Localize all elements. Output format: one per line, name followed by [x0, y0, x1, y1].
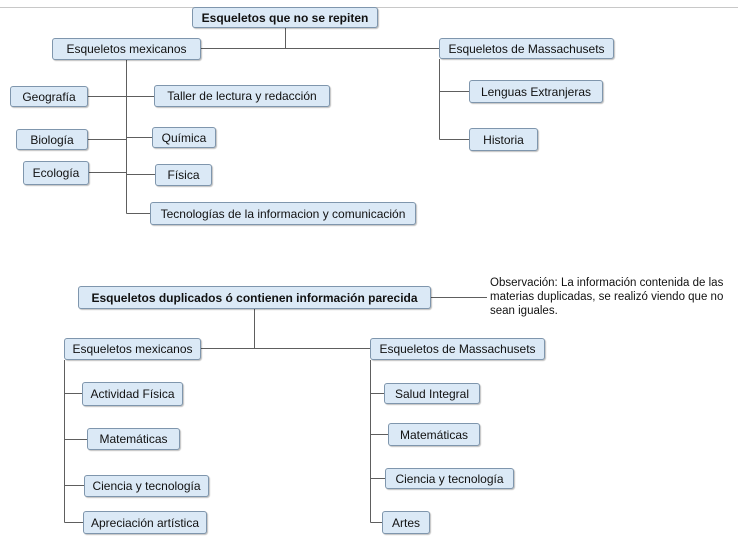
- node-historia[interactable]: Historia: [469, 128, 538, 151]
- node-artes[interactable]: Artes: [382, 511, 430, 534]
- branch-esqueletos-mexicanos[interactable]: Esqueletos mexicanos: [52, 38, 201, 60]
- root-node-no-repetidos[interactable]: Esqueletos que no se repiten: [192, 7, 378, 28]
- observacion-note: Observación: La información contenida de…: [490, 277, 724, 317]
- node-taller-lectura[interactable]: Taller de lectura y redacción: [154, 85, 330, 107]
- node-matematicas-mass[interactable]: Matemáticas: [388, 423, 480, 446]
- node-tecnologias-informacion[interactable]: Tecnologías de la informacion y comunica…: [150, 202, 416, 225]
- node-salud-integral[interactable]: Salud Integral: [384, 383, 480, 404]
- node-biologia[interactable]: Biología: [16, 129, 88, 150]
- node-ciencia-tecnologia-mass[interactable]: Ciencia y tecnología: [385, 468, 514, 489]
- node-apreciacion-artistica[interactable]: Apreciación artística: [83, 511, 207, 534]
- node-geografia[interactable]: Geografía: [10, 86, 88, 107]
- branch2-esqueletos-mexicanos[interactable]: Esqueletos mexicanos: [64, 338, 201, 360]
- root-node-duplicados[interactable]: Esqueletos duplicados ó contienen inform…: [78, 286, 431, 309]
- node-fisica[interactable]: Física: [155, 164, 212, 186]
- branch2-esqueletos-massachusets[interactable]: Esqueletos de Massachusets: [370, 338, 545, 360]
- node-ciencia-tecnologia-mex[interactable]: Ciencia y tecnología: [84, 475, 209, 497]
- node-lenguas-extranjeras[interactable]: Lenguas Extranjeras: [469, 80, 603, 103]
- branch-esqueletos-massachusets[interactable]: Esqueletos de Massachusets: [439, 38, 614, 59]
- node-matematicas-mex[interactable]: Matemáticas: [87, 428, 180, 450]
- node-quimica[interactable]: Química: [152, 127, 216, 148]
- node-ecologia[interactable]: Ecología: [23, 161, 89, 185]
- node-actividad-fisica[interactable]: Actividad Física: [82, 382, 183, 406]
